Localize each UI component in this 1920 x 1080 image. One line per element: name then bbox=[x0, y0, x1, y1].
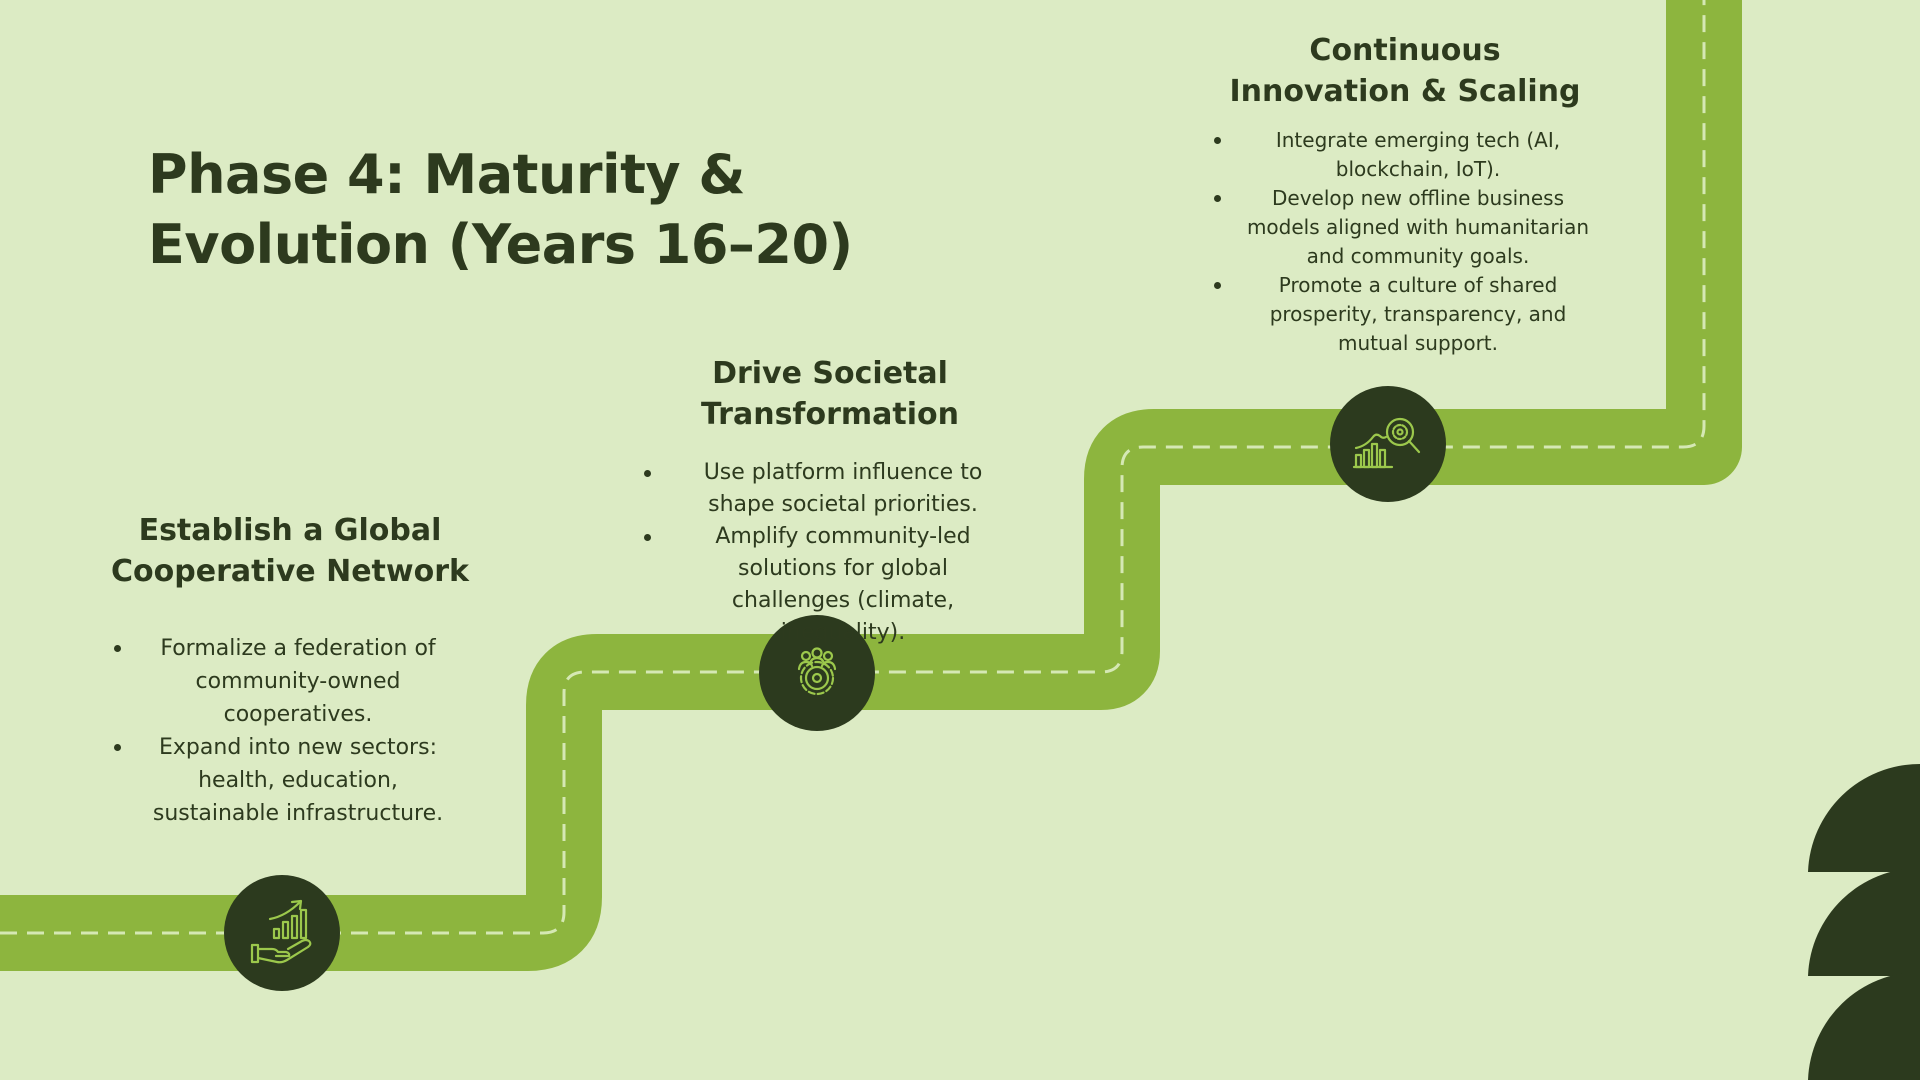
step-3-text: Continuous Innovation & Scaling Integrat… bbox=[1210, 30, 1600, 358]
step-1-bullet: Formalize a federation of community-owne… bbox=[110, 632, 450, 731]
title-line-1: Phase 4: Maturity & bbox=[148, 143, 745, 206]
step-1-heading-line-1: Establish a Global bbox=[138, 513, 442, 548]
road-center-dashes bbox=[0, 0, 1706, 935]
step-1-bullets: Formalize a federation of community-owne… bbox=[110, 632, 450, 830]
step-3-heading-line-1: Continuous bbox=[1309, 33, 1501, 68]
step-1-bullet: Expand into new sectors: health, educati… bbox=[110, 731, 450, 830]
step-node-2 bbox=[759, 615, 875, 731]
step-node-1 bbox=[224, 875, 340, 991]
chart-magnifier-icon bbox=[1352, 417, 1421, 469]
step-1-heading-line-2: Cooperative Network bbox=[111, 554, 469, 589]
step-3-bullet: Promote a culture of shared prosperity, … bbox=[1210, 271, 1590, 358]
step-node-3 bbox=[1330, 386, 1446, 502]
step-3-bullet: Integrate emerging tech (AI, blockchain,… bbox=[1210, 126, 1590, 184]
title-line-2: Evolution (Years 16–20) bbox=[148, 213, 853, 276]
step-2-bullet: Use platform influence to shape societal… bbox=[640, 457, 1010, 521]
step-3-bullets: Integrate emerging tech (AI, blockchain,… bbox=[1210, 126, 1590, 358]
corner-decoration bbox=[1808, 763, 1920, 1080]
step-2-heading: Drive Societal Transformation bbox=[640, 353, 1020, 435]
step-3-heading-line-2: Innovation & Scaling bbox=[1229, 74, 1581, 109]
step-2-heading-line-2: Transformation bbox=[701, 397, 959, 432]
page-title: Phase 4: Maturity & Evolution (Years 16–… bbox=[148, 140, 908, 280]
step-2-bullet: Amplify community-led solutions for glob… bbox=[640, 521, 1010, 649]
step-2-text: Drive Societal Transformation Use platfo… bbox=[640, 353, 1020, 649]
step-2-heading-line-1: Drive Societal bbox=[712, 356, 948, 391]
step-1-text: Establish a Global Cooperative Network F… bbox=[110, 510, 470, 830]
people-gear-icon bbox=[797, 647, 837, 696]
step-2-bullets: Use platform influence to shape societal… bbox=[640, 457, 1010, 649]
hand-growth-chart-icon bbox=[250, 899, 312, 964]
step-3-bullet: Develop new offline business models alig… bbox=[1210, 184, 1590, 271]
step-3-heading: Continuous Innovation & Scaling bbox=[1210, 30, 1600, 112]
step-1-heading: Establish a Global Cooperative Network bbox=[110, 510, 470, 592]
